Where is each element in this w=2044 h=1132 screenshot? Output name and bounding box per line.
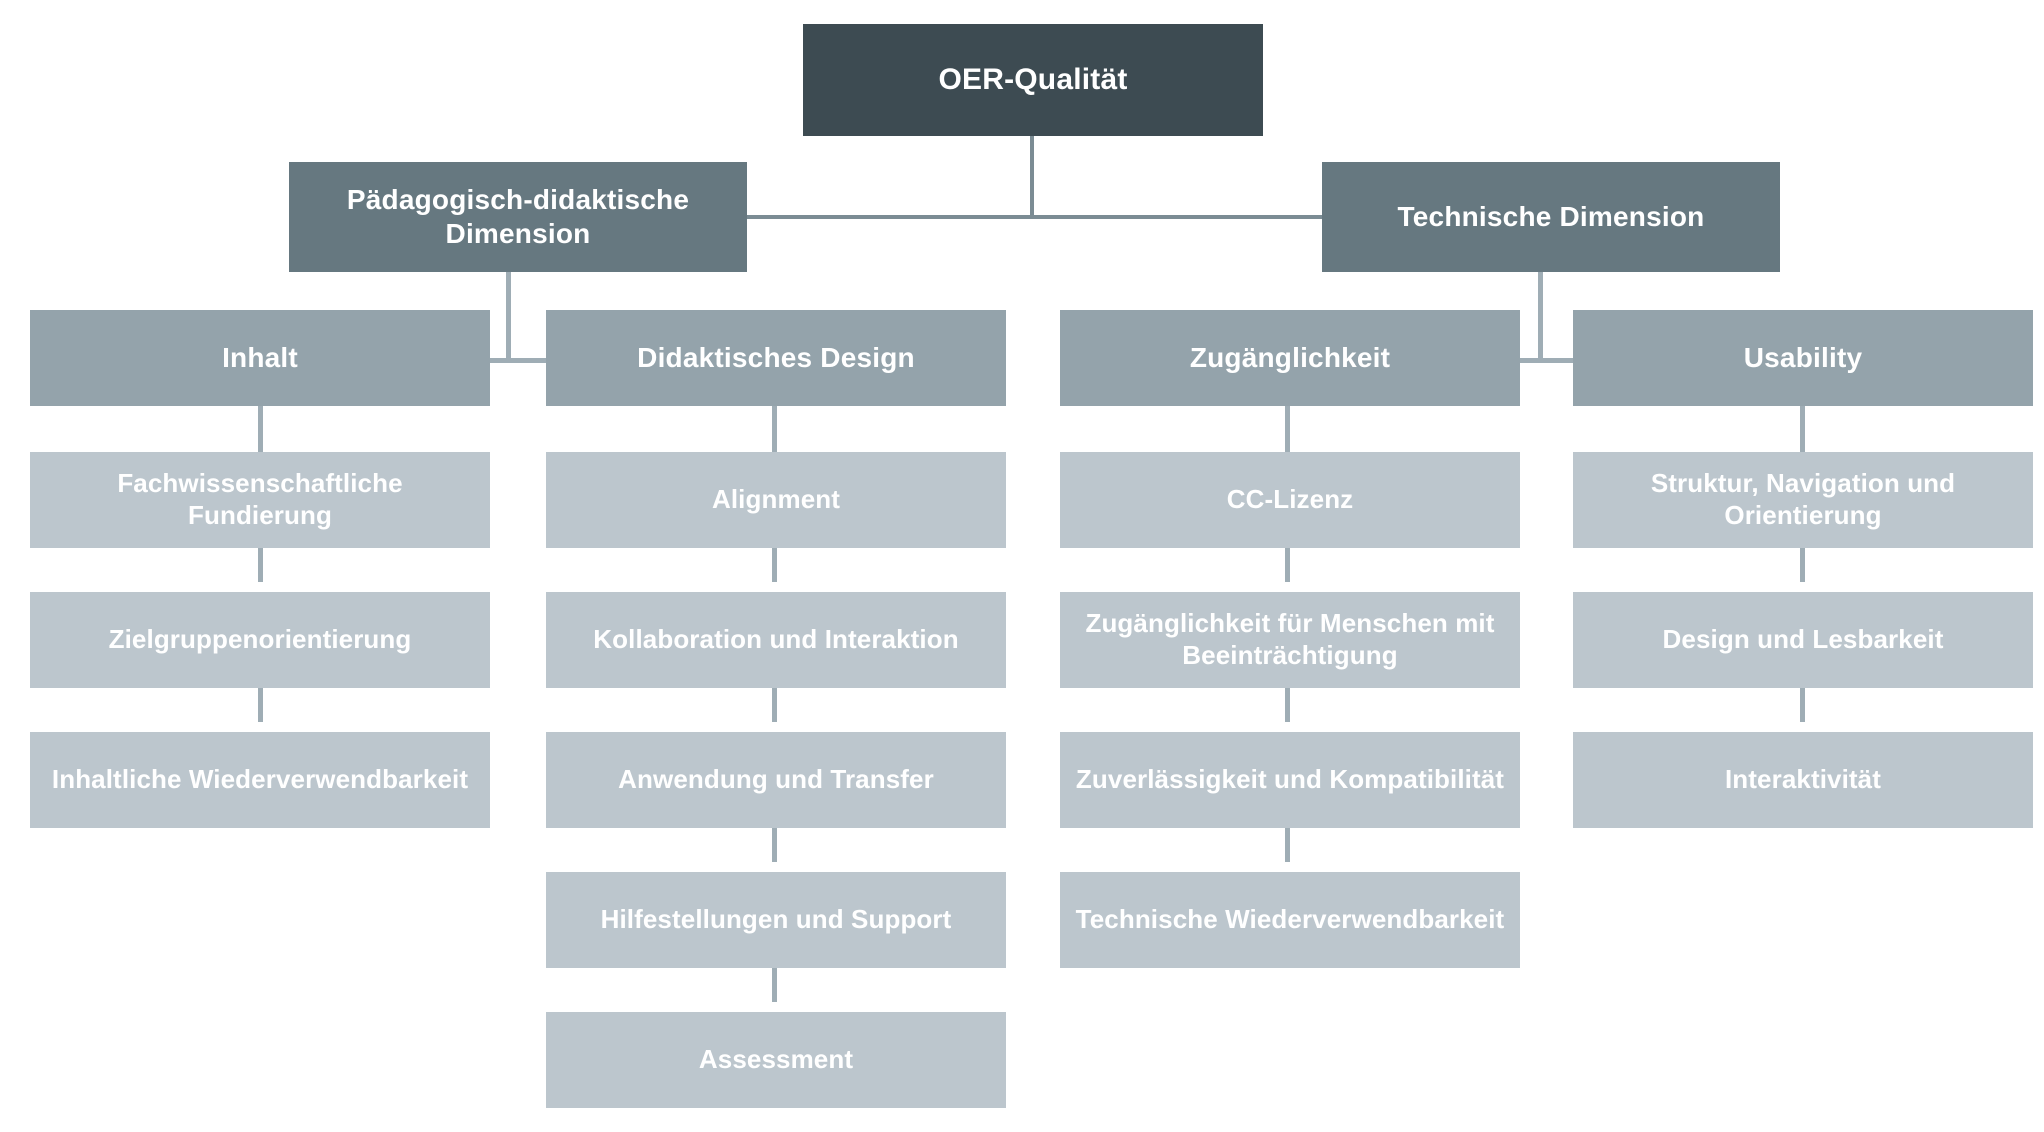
node-label: Inhalt (222, 341, 298, 373)
node-label: Fachwissenschaftliche Fundierung (117, 468, 403, 530)
connector-col4-link-1 (1800, 406, 1805, 454)
node-label: Technische Wiederverwendbarkeit (1075, 904, 1505, 935)
connector-col2-link-4 (772, 826, 777, 862)
node-root-oer-qualitaet[interactable]: OER-Qualität (803, 24, 1263, 136)
node-item-anwendung-und-transfer[interactable]: Anwendung und Transfer (546, 732, 1006, 828)
connector-col3-link-1 (1285, 406, 1290, 454)
node-item-technische-wiederverwendbarkeit[interactable]: Technische Wiederverwendbarkeit (1060, 872, 1520, 968)
connector-col2-link-2 (772, 546, 777, 582)
node-dimension-paedagogisch-didaktisch[interactable]: Pädagogisch-didaktische Dimension (289, 162, 747, 272)
node-category-usability[interactable]: Usability (1573, 310, 2033, 406)
connector-col2-link-1 (772, 406, 777, 454)
connector-col3-link-2 (1285, 546, 1290, 582)
node-label: Zugänglichkeit für Menschen mit Beeinträ… (1085, 608, 1495, 670)
node-item-fachwissenschaftliche-fundierung[interactable]: Fachwissenschaftliche Fundierung (30, 452, 490, 548)
node-item-alignment[interactable]: Alignment (546, 452, 1006, 548)
node-label: OER-Qualität (938, 62, 1128, 96)
node-item-hilfestellungen-und-support[interactable]: Hilfestellungen und Support (546, 872, 1006, 968)
connector-col1-link-3 (258, 686, 263, 722)
connector-col3-link-4 (1285, 826, 1290, 862)
node-label: Hilfestellungen und Support (600, 904, 952, 935)
node-category-didaktisches-design[interactable]: Didaktisches Design (546, 310, 1006, 406)
node-label: Alignment (711, 484, 840, 515)
connector-col4-link-3 (1800, 686, 1805, 722)
node-label: Kollaboration und Interaktion (593, 624, 959, 655)
node-label: Zugänglichkeit (1189, 341, 1391, 373)
node-label: Inhaltliche Wiederverwendbarkeit (51, 764, 469, 795)
connector-root-dropline (1030, 135, 1034, 219)
node-item-design-und-lesbarkeit[interactable]: Design und Lesbarkeit (1573, 592, 2033, 688)
connector-col2-link-3 (772, 686, 777, 722)
connector-paed-vertical (506, 272, 511, 362)
connector-col1-link-1 (258, 406, 263, 454)
node-item-zuverlaessigkeit-und-kompatibilitaet[interactable]: Zuverlässigkeit und Kompatibilität (1060, 732, 1520, 828)
connector-tech-vertical (1538, 272, 1543, 362)
connector-col3-link-3 (1285, 686, 1290, 722)
connector-col4-link-2 (1800, 546, 1805, 582)
node-label: Interaktivität (1724, 764, 1881, 795)
node-label: CC-Lizenz (1226, 484, 1354, 515)
node-label: Anwendung und Transfer (618, 764, 934, 795)
node-label: Zuverlässigkeit und Kompatibilität (1075, 764, 1505, 795)
node-label: Zielgruppenorientierung (108, 624, 412, 655)
connector-dimension-bus (745, 215, 1325, 219)
node-item-struktur-navigation-und-orientierung[interactable]: Struktur, Navigation und Orientierung (1573, 452, 2033, 548)
connector-col1-link-2 (258, 546, 263, 582)
node-item-kollaboration-und-interaktion[interactable]: Kollaboration und Interaktion (546, 592, 1006, 688)
node-item-zielgruppenorientierung[interactable]: Zielgruppenorientierung (30, 592, 490, 688)
node-item-assessment[interactable]: Assessment (546, 1012, 1006, 1108)
connector-left-category-bus (489, 358, 549, 363)
node-item-interaktivitaet[interactable]: Interaktivität (1573, 732, 2033, 828)
node-label: Technische Dimension (1397, 200, 1705, 232)
node-item-inhaltliche-wiederverwendbarkeit[interactable]: Inhaltliche Wiederverwendbarkeit (30, 732, 490, 828)
node-label: Design und Lesbarkeit (1662, 624, 1944, 655)
node-category-inhalt[interactable]: Inhalt (30, 310, 490, 406)
node-label: Didaktisches Design (637, 341, 915, 373)
node-label: Usability (1743, 341, 1863, 373)
node-dimension-technisch[interactable]: Technische Dimension (1322, 162, 1780, 272)
node-item-zugaenglichkeit-fuer-menschen-mit-beeintraechtigung[interactable]: Zugänglichkeit für Menschen mit Beeinträ… (1060, 592, 1520, 688)
node-label: Struktur, Navigation und Orientierung (1650, 468, 1956, 530)
connector-col2-link-5 (772, 966, 777, 1002)
node-category-zugaenglichkeit[interactable]: Zugänglichkeit (1060, 310, 1520, 406)
node-label: Assessment (698, 1044, 854, 1075)
node-item-cc-lizenz[interactable]: CC-Lizenz (1060, 452, 1520, 548)
node-label: Pädagogisch-didaktische Dimension (346, 183, 690, 249)
connector-right-category-bus (1516, 358, 1576, 363)
